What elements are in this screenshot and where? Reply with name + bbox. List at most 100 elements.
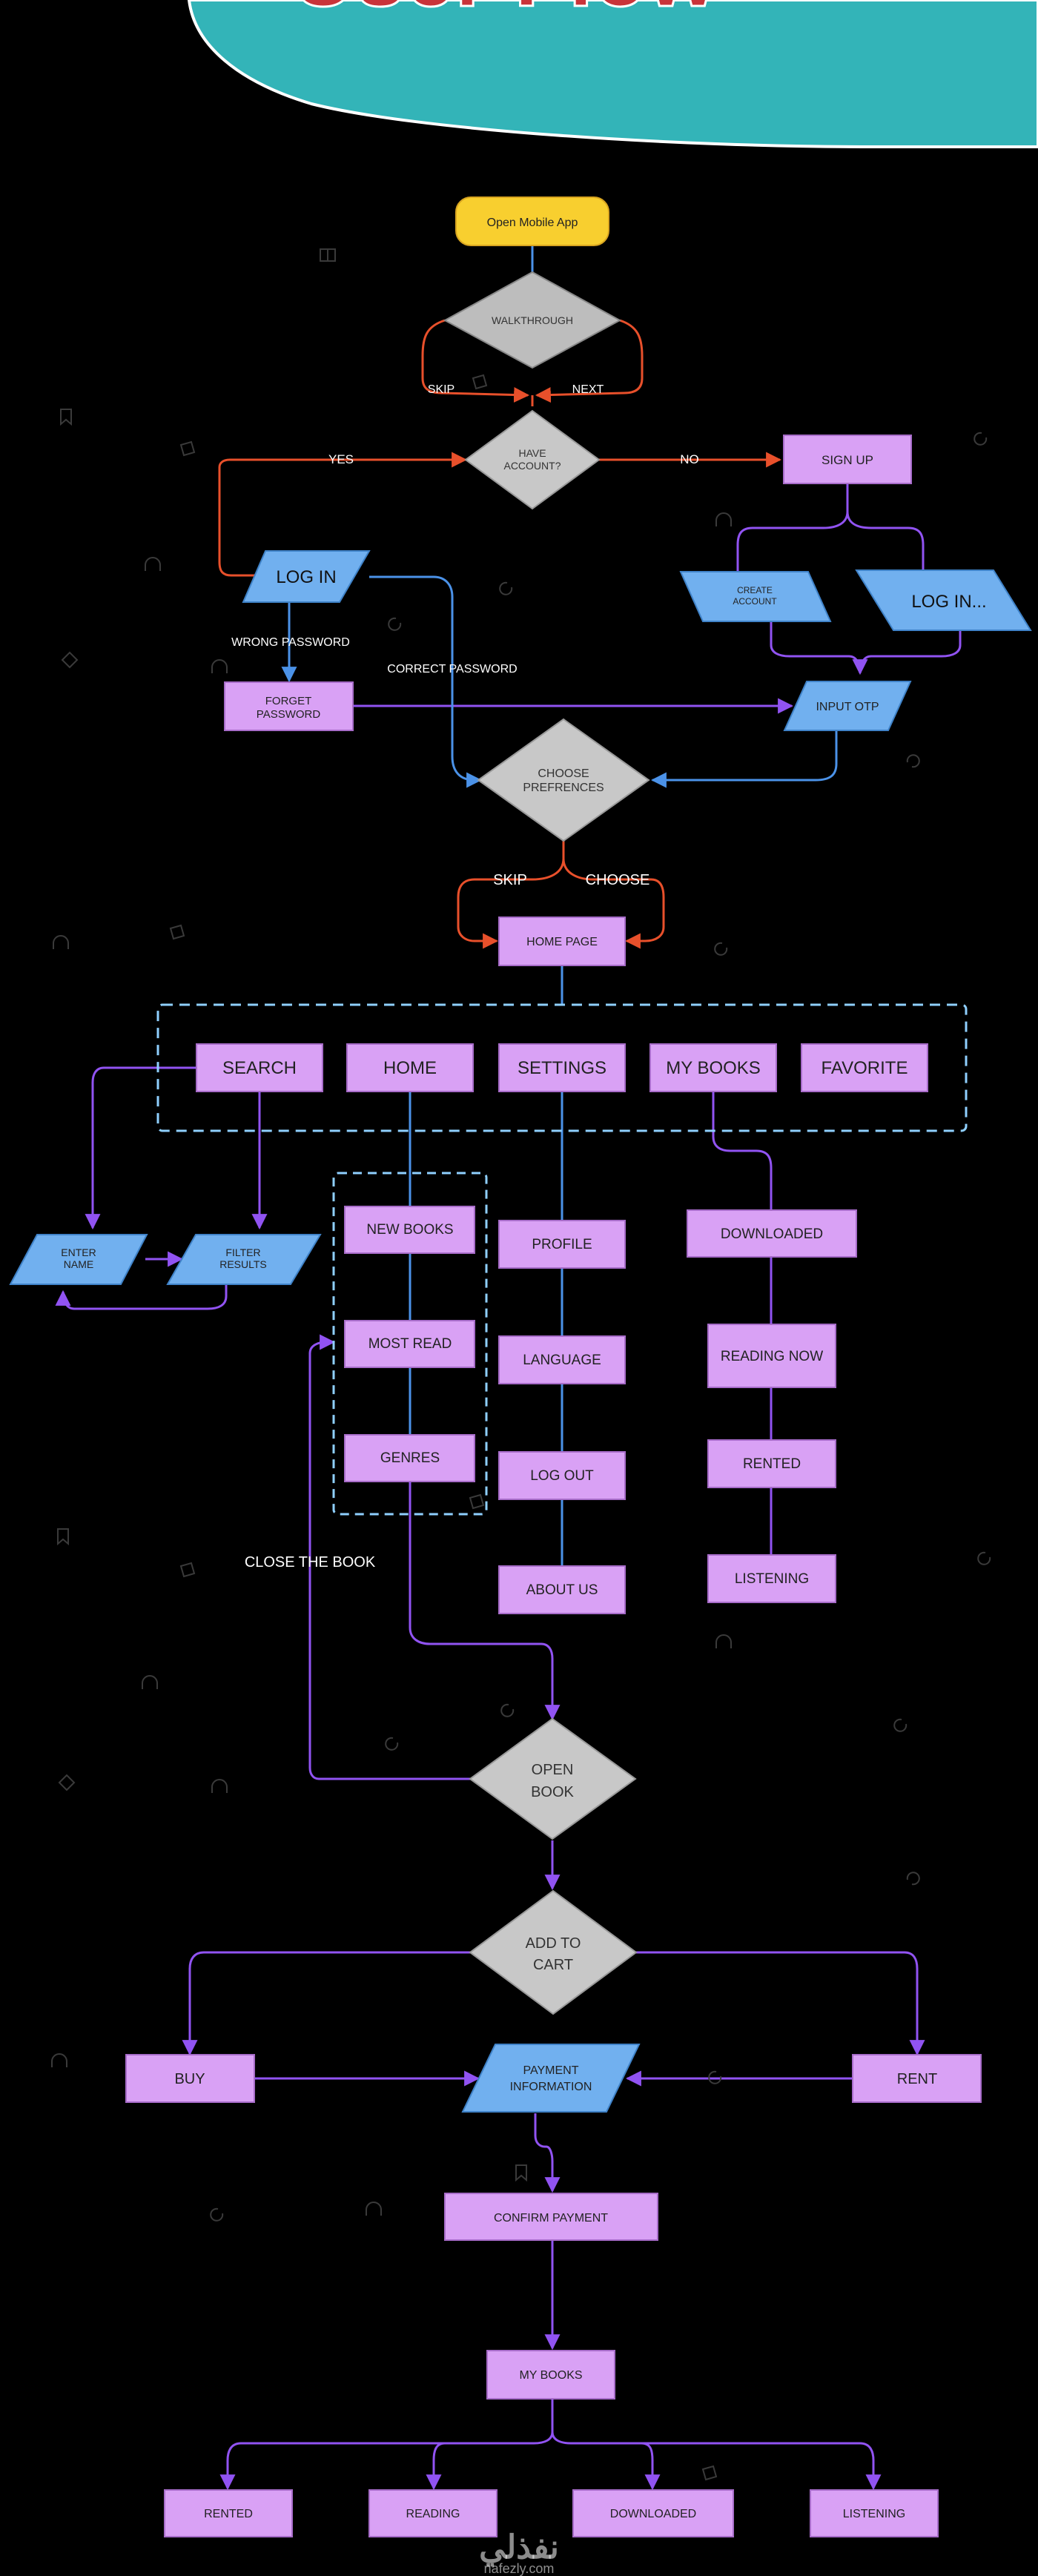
nav-search-label: SEARCH xyxy=(222,1058,297,1078)
refresh-icon xyxy=(210,2207,224,2222)
edge-label-wrong-password: WRONG PASSWORD xyxy=(231,636,350,649)
new-books-node xyxy=(344,1206,475,1254)
open-app-node xyxy=(455,196,609,246)
headphones-icon xyxy=(145,557,161,571)
book-icon xyxy=(169,924,185,940)
refresh-icon xyxy=(708,2070,722,2084)
undo-icon xyxy=(906,754,920,768)
edge-payment-confirm xyxy=(534,2113,561,2193)
edge-label-choose: CHOOSE xyxy=(586,872,650,888)
nav-my-books-node xyxy=(649,1043,777,1092)
edge-close-book xyxy=(308,1334,470,1780)
edge-login-alt-otp xyxy=(859,621,962,674)
have-account-node xyxy=(464,409,601,510)
add-to-cart-node xyxy=(469,1889,638,2015)
headphones-icon xyxy=(211,659,228,673)
create-account-label-2: ACCOUNT xyxy=(733,596,777,607)
nav-group xyxy=(156,1003,968,1132)
open-book-label-2: BOOK xyxy=(531,1784,574,1800)
edge-signup-split-right xyxy=(846,511,925,571)
language-node xyxy=(498,1335,626,1384)
edge-mybooks-downloaded xyxy=(712,1092,773,1210)
edge-label-skip-walkthrough: SKIP xyxy=(428,383,454,396)
payment-information-node xyxy=(461,2044,641,2113)
headphones-icon xyxy=(51,2053,67,2067)
edge-search-enter xyxy=(85,1066,196,1230)
headphones-icon xyxy=(715,1634,732,1648)
log-in-node xyxy=(242,550,371,603)
headphones-icon xyxy=(142,1675,158,1689)
refresh-icon xyxy=(499,581,513,595)
add-to-cart-label-1: ADD TO xyxy=(526,1935,581,1952)
watermark-latin: nafezly.com xyxy=(484,2561,555,2576)
about-us-node xyxy=(498,1565,626,1614)
bookmark-icon xyxy=(60,409,72,426)
header-banner xyxy=(187,0,1038,148)
enter-name-label-1: ENTER xyxy=(61,1246,96,1258)
header-title-fragment: User Flow xyxy=(291,0,717,25)
refresh-icon xyxy=(973,432,988,446)
input-otp-label: INPUT OTP xyxy=(816,701,879,713)
filter-results-label-1: FILTER xyxy=(225,1246,260,1258)
enter-name-label-2: NAME xyxy=(64,1258,93,1270)
tag-icon xyxy=(58,1774,76,1791)
filter-results-node xyxy=(166,1234,322,1285)
edge-label-next: NEXT xyxy=(572,383,604,396)
create-account-label-1: CREATE xyxy=(737,585,773,595)
nav-search-node xyxy=(196,1043,323,1092)
forget-password-label-1: FORGET xyxy=(265,695,312,707)
edge-signup-split xyxy=(736,483,849,571)
listening-node xyxy=(707,1554,836,1603)
log-out-label: LOG OUT xyxy=(530,1468,594,1484)
book-icon xyxy=(320,248,336,262)
create-account-node xyxy=(679,571,832,622)
edge-mybooks-final xyxy=(226,2399,875,2487)
nav-my-books-label: MY BOOKS xyxy=(666,1058,761,1078)
forget-password-label-2: PASSWORD xyxy=(257,708,321,721)
language-label: LANGUAGE xyxy=(523,1353,601,1368)
listening-label: LISTENING xyxy=(735,1571,809,1587)
buy-node xyxy=(125,2054,255,2103)
add-to-cart-label-2: CART xyxy=(533,1957,573,1973)
home-submenu-group xyxy=(332,1172,488,1516)
book-icon xyxy=(179,1562,196,1578)
home-page-label: HOME PAGE xyxy=(526,936,598,948)
edge-label-no: NO xyxy=(680,452,699,466)
nav-home-label: HOME xyxy=(383,1058,437,1078)
rented-node xyxy=(707,1439,836,1488)
most-read-node xyxy=(344,1320,475,1368)
headphones-icon xyxy=(715,512,732,526)
bookmark-icon xyxy=(515,2164,527,2182)
edge-create-otp xyxy=(770,621,868,676)
headphones-icon xyxy=(366,2202,382,2216)
my-books-final-label: MY BOOKS xyxy=(519,2369,582,2382)
new-books-label: NEW BOOKS xyxy=(366,1222,453,1238)
undo-icon xyxy=(906,1872,920,1886)
genres-label: GENRES xyxy=(380,1450,440,1466)
profile-node xyxy=(498,1220,626,1269)
refresh-icon xyxy=(385,1737,399,1751)
filter-results-label-2: RESULTS xyxy=(219,1258,267,1270)
payment-information-label-2: INFORMATION xyxy=(510,2081,592,2093)
edge-cart-buy xyxy=(182,1951,470,2056)
nav-settings-node xyxy=(498,1043,626,1092)
final-downloaded-label: DOWNLOADED xyxy=(610,2508,696,2520)
edge-genres-openbook xyxy=(409,1482,561,1721)
my-books-final-node xyxy=(486,2350,615,2400)
log-in-alt-node xyxy=(855,569,1032,631)
open-book-node xyxy=(469,1717,637,1840)
enter-name-node xyxy=(9,1234,148,1285)
log-in-label: LOG IN xyxy=(276,567,336,587)
edge-cart-rent xyxy=(636,1951,925,2056)
walkthrough-node xyxy=(443,271,622,369)
choose-preferences-label-1: CHOOSE xyxy=(538,767,589,780)
genres-node xyxy=(344,1434,475,1482)
final-rented-label: RENTED xyxy=(204,2508,253,2520)
buy-label: BUY xyxy=(174,2071,205,2087)
headphones-icon xyxy=(211,1779,228,1793)
bookmark-icon xyxy=(57,1528,69,1546)
downloaded-label: DOWNLOADED xyxy=(721,1226,823,1242)
edge-filter-enter-loop xyxy=(55,1284,228,1310)
home-page-node xyxy=(498,917,626,966)
